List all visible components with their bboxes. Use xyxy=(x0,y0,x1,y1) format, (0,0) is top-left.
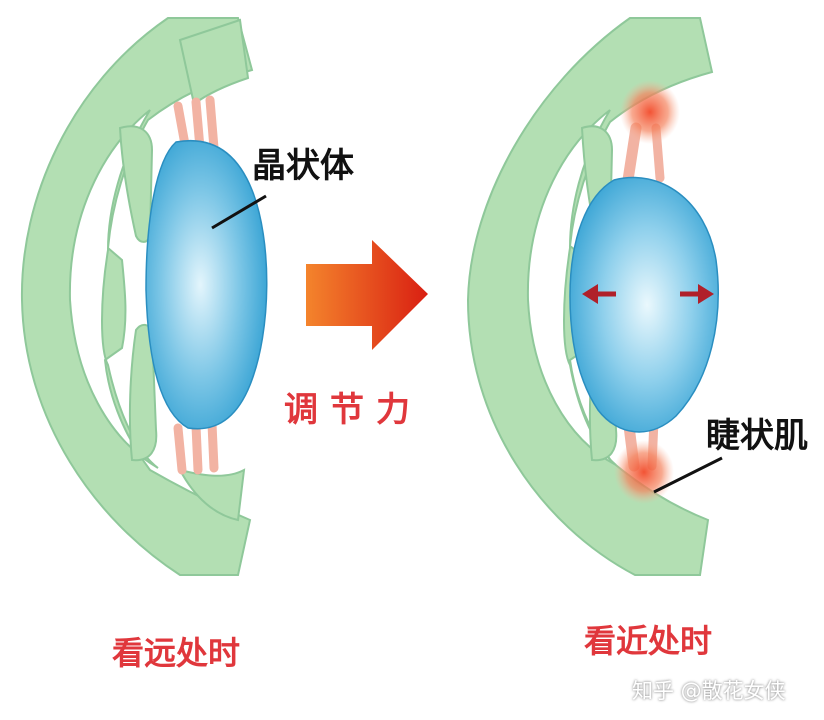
eye-far-view xyxy=(20,17,268,576)
ciliary-muscle-lower-near xyxy=(614,440,674,504)
ciliary-muscle-upper-near xyxy=(620,80,680,144)
accommodation-label: 调节力 xyxy=(284,390,422,430)
lens-label: 晶状体 xyxy=(252,146,354,186)
iris-upper-far xyxy=(118,125,154,243)
iris-lower-far xyxy=(128,324,158,462)
eye-near-view xyxy=(466,17,723,576)
ciliary-body-lower-far xyxy=(178,468,246,522)
lens-far xyxy=(145,139,268,430)
zonules-lower-far xyxy=(173,419,219,475)
caption-far-vision: 看远处时 xyxy=(112,634,241,672)
accommodation-arrow-icon xyxy=(306,240,428,350)
lens-leader-line xyxy=(211,194,267,230)
ciliary-leader-line xyxy=(653,456,723,494)
watermark: 知乎 @散花女侠 xyxy=(632,679,786,703)
ciliary-muscle-label: 睫状肌 xyxy=(706,416,808,456)
lens-expansion-arrows-icon xyxy=(582,284,714,304)
lens-near xyxy=(569,176,719,433)
caption-near-vision: 看近处时 xyxy=(584,622,713,660)
